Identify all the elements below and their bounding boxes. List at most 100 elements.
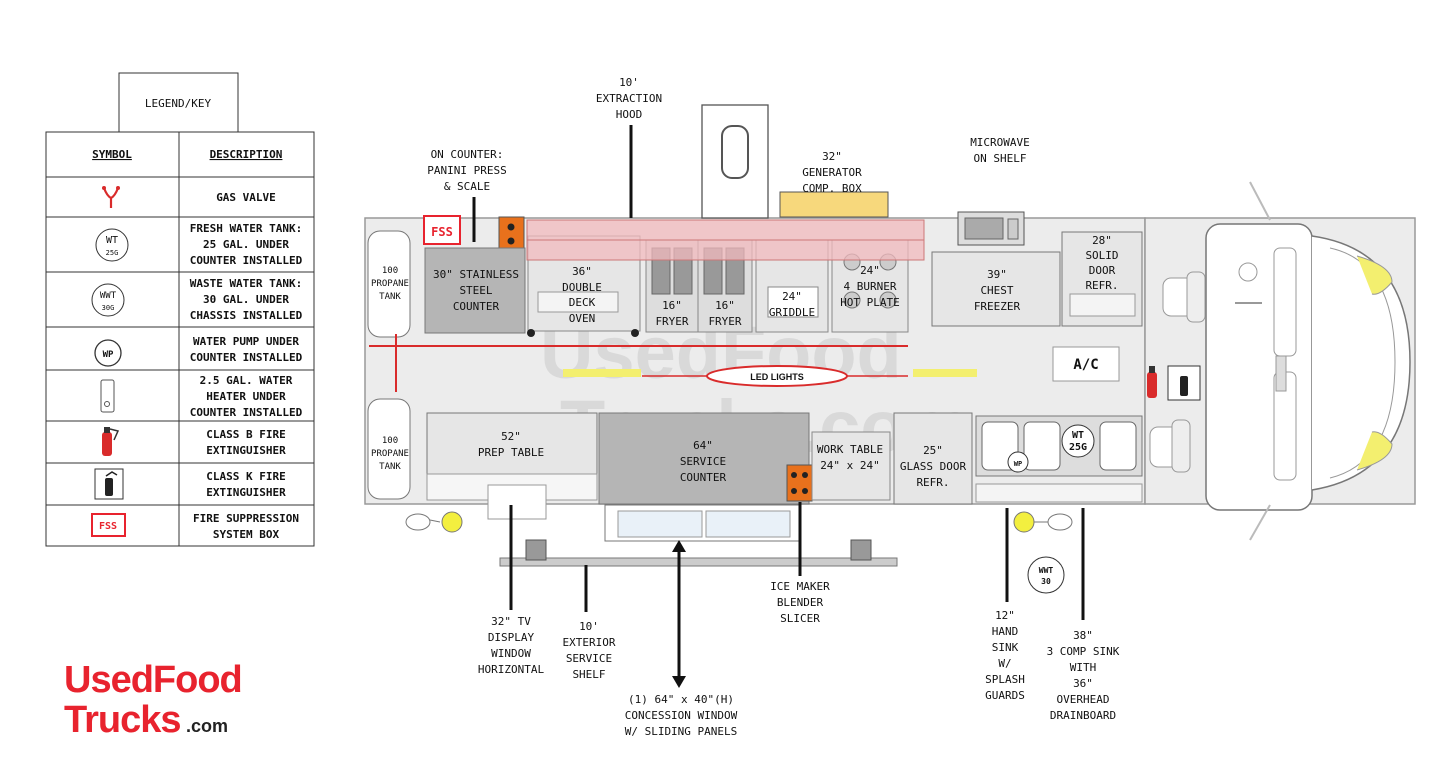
service-counter-1: 64" [693, 439, 713, 452]
concession-2: CONCESSION WINDOW [625, 709, 738, 722]
microwave-label-1: MICROWAVE [970, 136, 1030, 149]
glass-door-2: GLASS DOOR [900, 460, 967, 473]
wwt-chassis-2: 30 [1041, 577, 1051, 586]
wwt-chassis-1: WWT [1039, 566, 1054, 575]
tv-display [487, 484, 547, 520]
glass-door-1: 25" [923, 444, 943, 457]
ice-maker-2: BLENDER [777, 596, 824, 609]
wt-sink-2: 25G [1069, 442, 1087, 453]
fss-label: FSS [431, 225, 453, 239]
comp-sink-1: 38" [1073, 629, 1093, 642]
glass-door-3: REFR. [916, 476, 949, 489]
legend-desc-b-2: EXTINGUISHER [206, 444, 286, 457]
steel-counter-3: COUNTER [453, 300, 500, 313]
hot-plate-2: 4 BURNER [844, 280, 897, 293]
legend-desc-wt-2: 25 GAL. UNDER [203, 238, 289, 251]
legend-desc-b-1: CLASS B FIRE [206, 428, 285, 441]
legend-desc-wwt-1: WASTE WATER TANK: [190, 277, 303, 290]
legend-col-description: DESCRIPTION [210, 148, 283, 161]
passenger-seat-icon [1149, 419, 1191, 473]
comp-sink-6: DRAINBOARD [1050, 709, 1116, 722]
fire-extinguisher-b-icon [1147, 366, 1157, 398]
fss-box-icon: FSS [91, 513, 126, 537]
fryer2-2: FRYER [708, 315, 741, 328]
solid-door-4: REFR. [1085, 279, 1118, 292]
legend-desc-fss-1: FIRE SUPPRESSION [193, 512, 299, 525]
hand-sink-6: GUARDS [985, 689, 1025, 702]
led-light-left [563, 369, 641, 377]
propane-tank-bottom [367, 398, 411, 500]
propane-top-1: 100 [382, 266, 398, 276]
service-counter-2: SERVICE [680, 455, 726, 468]
generator-label-2: GENERATOR [802, 166, 862, 179]
wp-label: WP [1014, 460, 1022, 468]
led-label: LED LIGHTS [750, 372, 804, 382]
hot-plate-3: HOT PLATE [840, 296, 900, 309]
comp-sink-5: OVERHEAD [1057, 693, 1110, 706]
propane-tank-top [367, 230, 411, 338]
gas-valve-icon [102, 186, 120, 208]
fire-extinguisher-k-icon [1167, 365, 1201, 401]
legend-desc-heater-2: HEATER UNDER [206, 390, 286, 403]
legend-desc-k-2: EXTINGUISHER [206, 486, 286, 499]
propane-top-3: TANK [379, 292, 401, 302]
microwave-label-2: ON SHELF [974, 152, 1027, 165]
ac-unit [1052, 346, 1120, 382]
legend-wt-size: 25G [106, 249, 119, 257]
freezer-1: 39" [987, 268, 1007, 281]
propane-top-2: PROPANE [371, 279, 409, 289]
logo-suffix: .com [186, 716, 228, 736]
concession-1: (1) 64" x 40"(H) [628, 693, 734, 706]
usedfoodtrucks-logo: UsedFood Trucks .com [64, 659, 243, 741]
steel-counter-2: STEEL [459, 284, 492, 297]
logo-line2: Trucks [64, 699, 181, 741]
legend-desc-wp-2: COUNTER INSTALLED [190, 351, 303, 364]
oven-3: DECK [569, 296, 596, 309]
work-table [811, 431, 891, 501]
gas-shutoff-box [498, 216, 525, 251]
service-counter [598, 412, 810, 505]
legend-wt-label: WT [106, 235, 118, 246]
gas-line [369, 334, 908, 392]
legend-desc-wt-3: COUNTER INSTALLED [190, 254, 303, 267]
hot-plate-1: 24" [860, 264, 880, 277]
fire-extinguisher-k-icon [94, 468, 124, 500]
panini-label-3: & SCALE [444, 180, 490, 193]
ext-shelf-1: 10' [579, 620, 599, 633]
chest-freezer [931, 251, 1061, 327]
led-lights-label-oval [706, 365, 848, 387]
propane-bottom-1: 100 [382, 436, 398, 446]
legend-wwt-label: WWT [100, 291, 117, 301]
legend-wwt-size: 30G [102, 304, 115, 312]
steel-counter-1: 30" STAINLESS [433, 268, 519, 281]
generator-label-1: 32" [822, 150, 842, 163]
waste-water-tank-icon: WWT 30G [91, 283, 125, 317]
fresh-water-tank-icon [1061, 424, 1095, 458]
exterior-shelf [499, 557, 898, 567]
fresh-water-tank-icon: WT 25G [95, 228, 129, 262]
fryer1-1: 16" [662, 299, 682, 312]
legend-desc-wt-1: FRESH WATER TANK: [190, 222, 303, 235]
freezer-2: CHEST [980, 284, 1013, 297]
work-table-1: WORK TABLE [817, 443, 883, 456]
legend-desc-heater-3: COUNTER INSTALLED [190, 406, 303, 419]
oven-4: OVEN [569, 312, 596, 325]
driver-seat-icon [1162, 271, 1206, 323]
legend-desc-wp-1: WATER PUMP UNDER [193, 335, 299, 348]
hand-sink-4: W/ [998, 657, 1011, 670]
freezer-3: FREEZER [974, 300, 1021, 313]
logo-line1: UsedFood [64, 659, 242, 701]
prep-table-2: PREP TABLE [478, 446, 544, 459]
hood-label-1: 10' [619, 76, 639, 89]
fire-extinguisher-b-icon [102, 427, 120, 456]
legend-desc-heater-1: 2.5 GAL. WATER [200, 374, 293, 387]
hand-sink-2: HAND [992, 625, 1019, 638]
legend-wp-label: WP [103, 350, 114, 360]
griddle-1: 24" [782, 290, 802, 303]
water-pump-icon: WP [94, 339, 122, 367]
ac-label: A/C [1073, 357, 1098, 373]
hood-label-3: HOOD [616, 108, 643, 121]
ext-shelf-4: SHELF [572, 668, 605, 681]
griddle-2: GRIDDLE [769, 306, 815, 319]
legend-desc-wwt-2: 30 GAL. UNDER [203, 293, 289, 306]
